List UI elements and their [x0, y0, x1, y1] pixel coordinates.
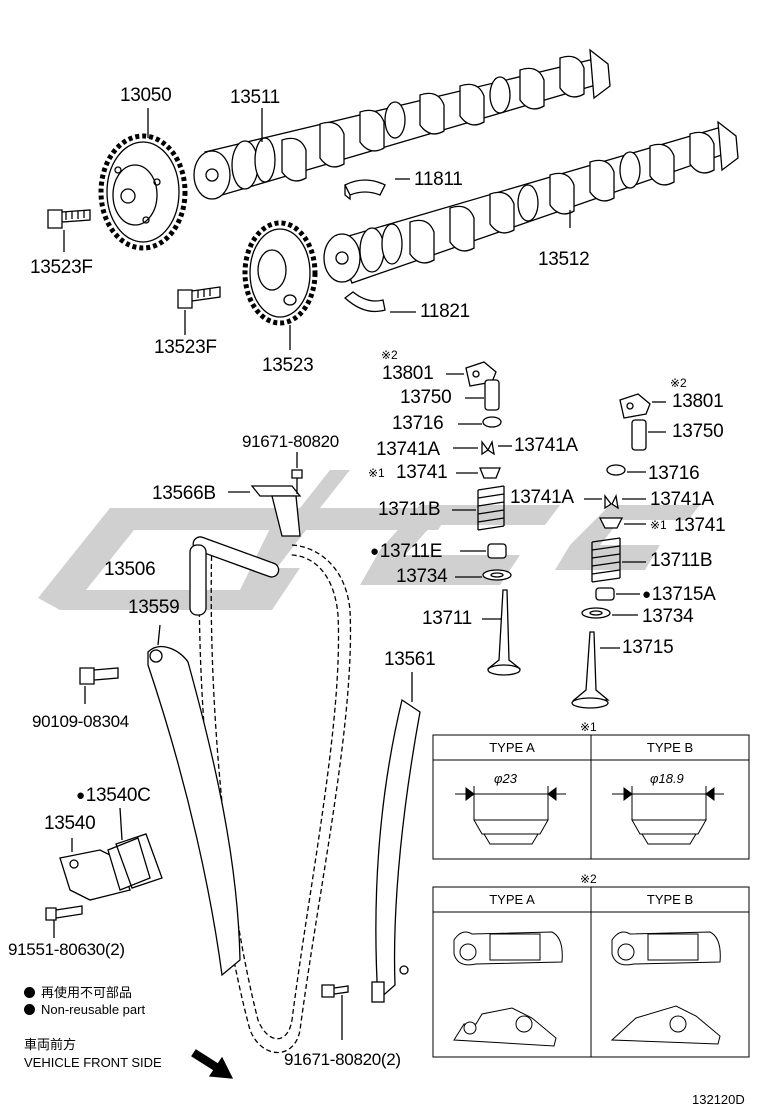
seal-13711E [460, 543, 507, 559]
bolt-90109 [79, 667, 119, 704]
seat-13734-right [581, 607, 638, 619]
bearing-11811 [344, 178, 410, 201]
table1-dim-a: φ23 [494, 771, 517, 786]
table1-type-a: TYPE A [489, 740, 535, 755]
seal-13715A [595, 587, 640, 601]
table1-note-mark: ※1 [580, 720, 597, 734]
label-13741A-left-1: 13741A [376, 439, 440, 460]
label-13741A-left-2: 13741A [514, 435, 578, 456]
sprocket-13523 [242, 220, 318, 326]
label-11811: 11811 [414, 169, 463, 190]
label-13561: 13561 [384, 649, 436, 670]
keeper-13741A-left [453, 439, 512, 456]
camshaft-13512 [323, 120, 739, 284]
label-91671-upper: 91671-80820 [242, 432, 339, 451]
bolt-91671-lower [321, 984, 349, 1040]
lash-adjuster-13750-right [631, 419, 666, 451]
label-13711: 13711 [422, 608, 472, 629]
rocker-arm-13801-right [619, 393, 666, 419]
seat-13734-left [455, 569, 512, 581]
rocker-arm-type-table [432, 886, 750, 1058]
figure-id: 132120D [692, 1092, 745, 1107]
label-13734-right: 13734 [642, 606, 694, 627]
bullet-icon [24, 987, 35, 998]
table2-type-b: TYPE B [646, 892, 694, 907]
legend-jp-text: 再使用不可部品 [41, 985, 133, 1000]
table1-type-b: TYPE B [646, 740, 694, 755]
watermark-logo [38, 470, 700, 610]
table2-note-mark: ※2 [580, 872, 597, 886]
note-mark-2-left: ※2 [381, 348, 398, 362]
bolt-13523F-lower [177, 286, 221, 335]
front-direction-arrow [191, 1049, 234, 1079]
label-13523: 13523 [262, 355, 314, 376]
chain-links [189, 536, 280, 616]
label-13741A-right-1: 13741A [510, 487, 574, 508]
chain-damper-13561 [371, 672, 421, 1003]
label-11821: 11821 [420, 301, 470, 322]
label-13741-right: 13741 [674, 515, 726, 536]
bolt-91671-upper [291, 452, 303, 494]
valve-13711 [482, 589, 521, 676]
label-13716-right: 13716 [648, 463, 700, 484]
label-13511: 13511 [230, 87, 280, 108]
front-en: VEHICLE FRONT SIDE [24, 1055, 162, 1070]
label-13711E: 13711E [370, 542, 443, 563]
table1-dim-b: φ18.9 [650, 771, 684, 786]
label-90109: 90109-08304 [32, 712, 129, 731]
label-13801-left: 13801 [382, 363, 434, 384]
label-13715: 13715 [622, 637, 674, 658]
chain-slipper-13559 [147, 624, 241, 977]
retainer-type-table [432, 734, 750, 860]
label-13741-left: 13741 [396, 462, 448, 483]
label-13050: 13050 [120, 85, 172, 106]
label-13523F-upper: 13523F [30, 257, 93, 278]
legend-en-text: Non-reusable part [41, 1002, 146, 1017]
note-mark-1-left: ※1 [368, 466, 385, 480]
valve-13715 [571, 631, 620, 709]
note-mark-1-right: ※1 [650, 518, 667, 532]
label-13734-left: 13734 [396, 566, 448, 587]
label-13711B-right: 13711B [650, 550, 713, 571]
table2-type-a: TYPE A [489, 892, 535, 907]
label-13540C: 13540C [76, 786, 151, 807]
front-jp: 車両前方 [24, 1037, 77, 1052]
chain-guide-13566B [228, 485, 302, 537]
legend-en: Non-reusable part [24, 1002, 145, 1017]
label-13506: 13506 [104, 559, 156, 580]
lash-adjuster-13750-left [465, 379, 500, 411]
label-13540: 13540 [44, 813, 96, 834]
spring-13711B-left [452, 485, 505, 531]
label-13750-right: 13750 [672, 421, 724, 442]
retainer-13741-right [598, 517, 646, 529]
spring-13711B-right [591, 537, 646, 583]
label-13512: 13512 [538, 249, 590, 270]
keeper-13741A-right [584, 493, 646, 510]
label-91671-lower: 91671-80820(2) [284, 1050, 401, 1069]
shim-13716-right [606, 464, 646, 476]
camshaft-13511 [193, 48, 611, 200]
shim-13716-left [458, 416, 502, 428]
bullet-icon [24, 1004, 35, 1015]
label-13741A-right-2: 13741A [650, 489, 714, 510]
tensioner-13540 [59, 807, 163, 901]
bolt-13523F-upper [47, 209, 91, 252]
label-13566B: 13566B [152, 483, 216, 504]
label-13559: 13559 [128, 597, 180, 618]
label-13801-right: 13801 [672, 391, 724, 412]
label-13715A: 13715A [642, 585, 716, 606]
bearing-11821 [343, 291, 416, 313]
legend-jp: 再使用不可部品 [24, 982, 132, 1001]
label-13750-left: 13750 [400, 387, 452, 408]
label-13711B-left: 13711B [378, 499, 441, 520]
bolt-91551 [45, 905, 83, 938]
retainer-13741-left [456, 467, 501, 479]
label-13523F-lower: 13523F [154, 337, 217, 358]
note-mark-2-right: ※2 [670, 376, 687, 390]
label-13716-left: 13716 [392, 413, 444, 434]
vvt-gear-13050 [98, 133, 188, 251]
label-91551: 91551-80630(2) [8, 940, 125, 959]
